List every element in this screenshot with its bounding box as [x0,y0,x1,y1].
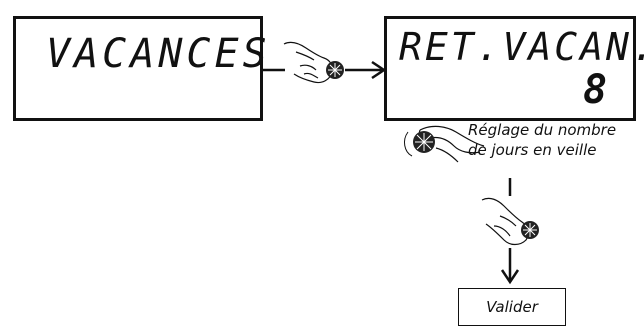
knob-icon [326,61,344,79]
connector-arrow-down [500,178,520,285]
display-ret-vacan: RET.VACAN. 8 [384,16,644,121]
knob-icon [521,221,539,239]
adjust-label: Réglage du nombre de jours en veille [468,120,616,160]
display-vacances: VACANCES [13,16,267,121]
validate-box: Valider [458,288,566,326]
display-vacances-text: VACANCES [46,31,271,77]
knob-icon [404,131,435,157]
hand-press-icon [481,197,529,246]
display-ret-vacan-text: RET.VACAN. [399,25,644,69]
hand-press-icon [283,41,334,84]
adjust-label-line2: de jours en veille [468,141,597,159]
adjust-label-line1: Réglage du nombre [468,121,617,139]
display-days-value: 8 [583,67,612,113]
